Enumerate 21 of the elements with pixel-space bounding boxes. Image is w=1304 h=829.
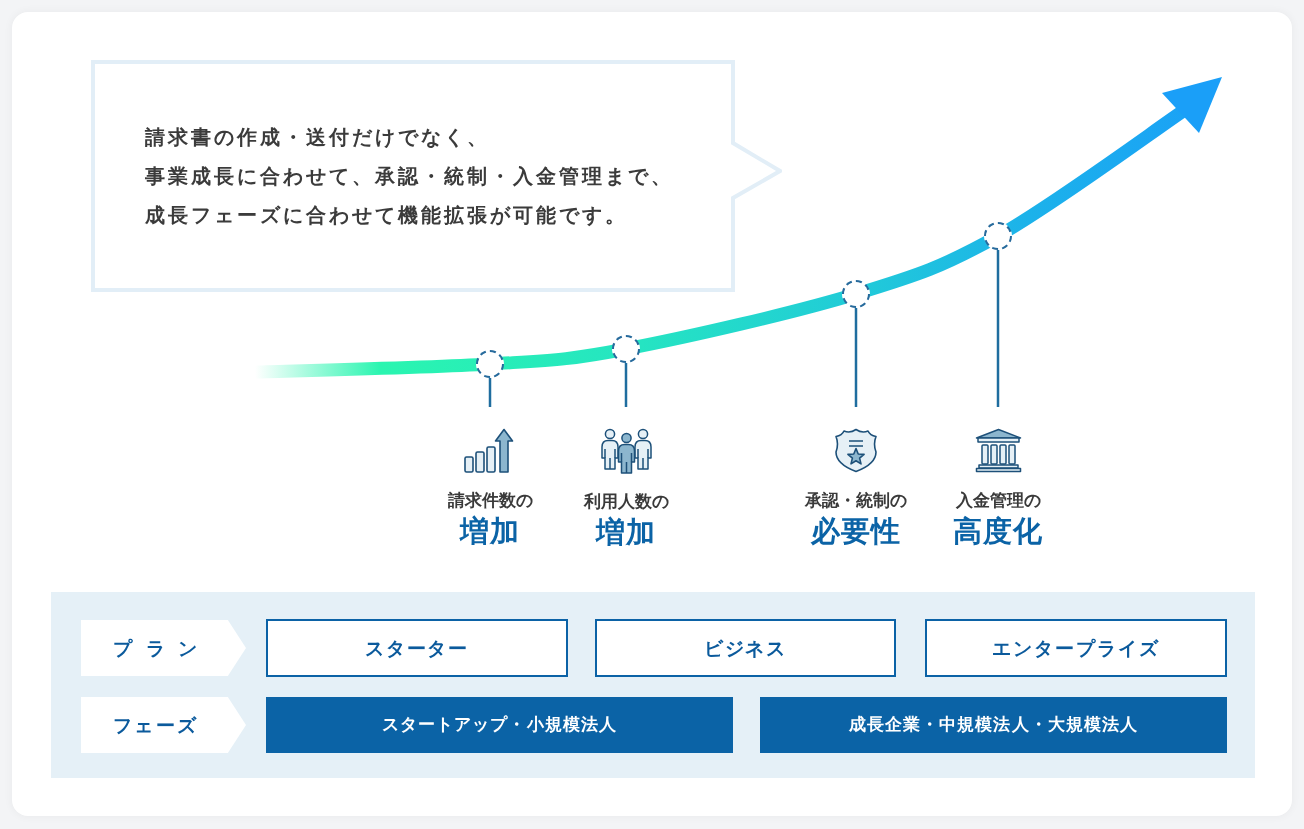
plan-option: エンタープライズ xyxy=(925,619,1227,677)
need-heading: 必要性 xyxy=(810,513,902,550)
need-caption: 入金管理の xyxy=(955,489,1041,512)
need-caption: 利用人数の xyxy=(583,490,669,513)
leader-line xyxy=(996,250,1000,407)
leader-line xyxy=(854,308,858,407)
row-heading-tag: プラン xyxy=(81,620,246,676)
callout-text: 請求書の作成・送付だけでなく、事業成長に合わせて、承認・統制・入金管理まで、成長フェーズに合わせて機能拡張が可能です。 xyxy=(145,123,675,229)
row-heading-tag: フェーズ xyxy=(81,697,246,753)
need-heading: 増加 xyxy=(459,513,521,550)
speech-bubble xyxy=(91,60,782,292)
company-phase-bar: 成長企業・中規模法人・大規模法人 xyxy=(760,697,1227,753)
leader-line xyxy=(624,363,628,407)
need-heading: 高度化 xyxy=(952,513,1044,550)
need-heading: 増加 xyxy=(595,514,657,551)
company-phase-bar: スタートアップ・小規模法人 xyxy=(266,697,733,753)
leader-line xyxy=(488,378,492,407)
need-caption: 承認・統制の xyxy=(805,489,907,512)
plan-option: スターター xyxy=(266,619,568,677)
need-caption: 請求件数の xyxy=(447,489,533,512)
plan-option: ビジネス xyxy=(595,619,896,677)
